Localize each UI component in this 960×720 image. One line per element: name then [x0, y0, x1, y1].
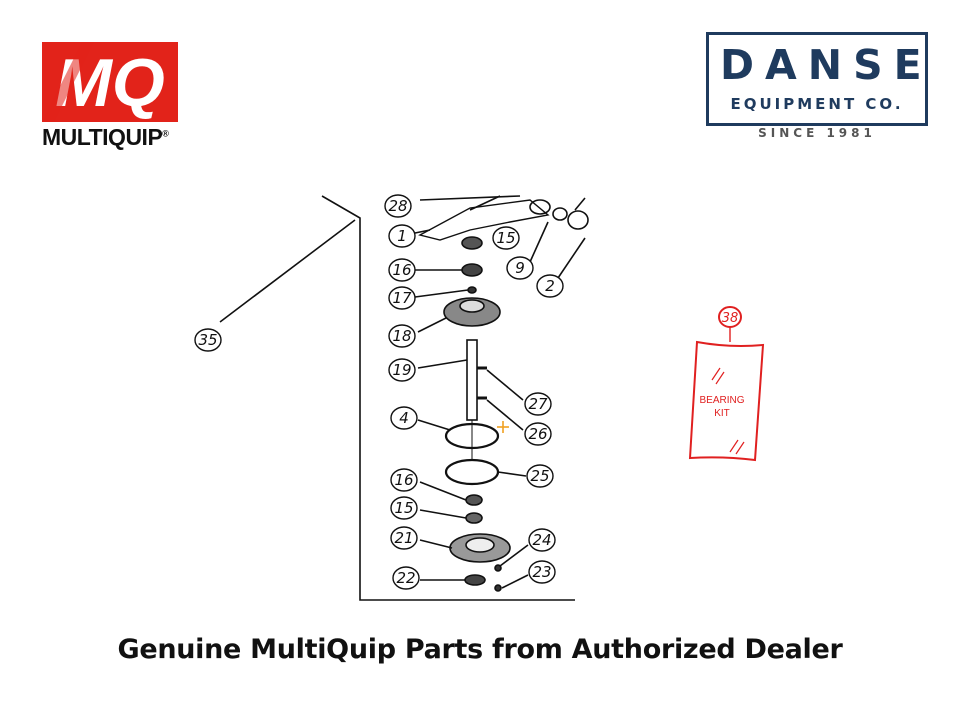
- ring-4: [444, 422, 500, 450]
- callout-2: 15: [492, 226, 520, 250]
- callout-16: 21: [390, 526, 418, 550]
- mq-logo-mark: MQ: [42, 42, 178, 122]
- footer-tagline: Genuine MultiQuip Parts from Authorized …: [117, 634, 843, 665]
- callout-number: 17: [392, 289, 412, 307]
- callout-number: 23: [532, 563, 551, 581]
- callout-circle: [536, 274, 564, 298]
- callout-circle: [388, 224, 416, 248]
- callout-number: 4: [399, 409, 409, 427]
- danse-name: DANSE: [720, 41, 933, 89]
- callout-14: 16: [390, 468, 418, 492]
- callout-number: 16: [394, 471, 413, 489]
- danse-logo: DANSE EQUIPMENT CO. SINCE 1981: [706, 32, 928, 144]
- callout-number: 35: [198, 331, 217, 349]
- kit-bag-outline: [688, 340, 765, 462]
- callout-13: 25: [526, 464, 554, 488]
- trademark-symbol: ®: [162, 128, 169, 139]
- callout-circle: [390, 468, 418, 492]
- danse-since: SINCE 1981: [758, 126, 876, 140]
- shaft-19: [466, 339, 478, 421]
- mq-logo-glyph: MQ: [42, 42, 165, 122]
- gasket-25: [444, 458, 500, 486]
- kit-label-line2: KIT: [714, 408, 730, 419]
- callout-number: 18: [392, 327, 411, 345]
- callout-circle: [506, 256, 534, 280]
- bearing-16-bottom: [465, 494, 483, 506]
- callout-number: 28: [388, 197, 407, 215]
- callout-circle: [390, 406, 418, 430]
- callout-circle: [524, 422, 552, 446]
- kit-label-line1: BEARING: [699, 395, 744, 406]
- callout-1: 1: [388, 224, 416, 248]
- callout-number: 21: [394, 529, 413, 547]
- callout-6: 17: [388, 286, 416, 310]
- frame-outline: [321, 195, 575, 601]
- callout-8: 35: [194, 328, 222, 352]
- multiquip-wordmark: MULTIQUIP®: [42, 124, 169, 151]
- callout-circle: [528, 560, 556, 584]
- callout-number: 26: [528, 425, 547, 443]
- callout-number: 1: [397, 227, 407, 245]
- callout-circle: [524, 392, 552, 416]
- callout-19: 23: [528, 560, 556, 584]
- callout-circle: [388, 258, 416, 282]
- callout-circle: [492, 226, 520, 250]
- danse-subtitle: EQUIPMENT CO.: [730, 95, 904, 113]
- callout-circle: [390, 496, 418, 520]
- callout-circle: [388, 324, 416, 348]
- callout-circle: [384, 194, 412, 218]
- callout-0: 28: [384, 194, 412, 218]
- callout-circle: [528, 528, 556, 552]
- callout-11: 4: [390, 406, 418, 430]
- callout-9: 19: [388, 358, 416, 382]
- danse-logo-frame: DANSE EQUIPMENT CO.: [706, 32, 928, 126]
- callout-number: 15: [394, 499, 413, 517]
- callout-number: 2: [545, 277, 555, 295]
- position-marker: [497, 421, 509, 433]
- callout-circle: [194, 328, 222, 352]
- bearing-kit-bag: 38 BEARING KIT: [688, 306, 765, 462]
- bracket-part: [418, 199, 550, 241]
- callout-number: 19: [392, 361, 411, 379]
- callout-number: 16: [392, 261, 411, 279]
- bearing-16-top: [461, 263, 483, 277]
- callout-12: 26: [524, 422, 552, 446]
- callout-circle: [392, 566, 420, 590]
- bearing-15-top: [461, 236, 483, 250]
- callout-5: 16: [388, 258, 416, 282]
- bearing-15-bottom: [465, 512, 483, 524]
- callout-number: 24: [532, 531, 551, 549]
- callout-3: 9: [506, 256, 534, 280]
- callout-10: 27: [524, 392, 552, 416]
- leader-35: [219, 219, 356, 323]
- callout-38: 38: [722, 311, 739, 326]
- callout-number: 25: [530, 467, 549, 485]
- callout-number: 22: [396, 569, 415, 587]
- callout-circle: [388, 286, 416, 310]
- callout-number: 27: [528, 395, 548, 413]
- callout-number: 9: [515, 259, 525, 277]
- multiquip-logo: MQ MULTIQUIP®: [42, 42, 182, 152]
- multiquip-wordmark-text: MULTIQUIP: [42, 124, 163, 150]
- callout-circle: [390, 526, 418, 550]
- callout-7: 18: [388, 324, 416, 348]
- callout-15: 15: [390, 496, 418, 520]
- callout-circle: [526, 464, 554, 488]
- callout-4: 2: [536, 274, 564, 298]
- callout-17: 24: [528, 528, 556, 552]
- callout-18: 22: [392, 566, 420, 590]
- bearing-22: [464, 574, 486, 586]
- callout-number: 15: [496, 229, 515, 247]
- callout-circle: [388, 358, 416, 382]
